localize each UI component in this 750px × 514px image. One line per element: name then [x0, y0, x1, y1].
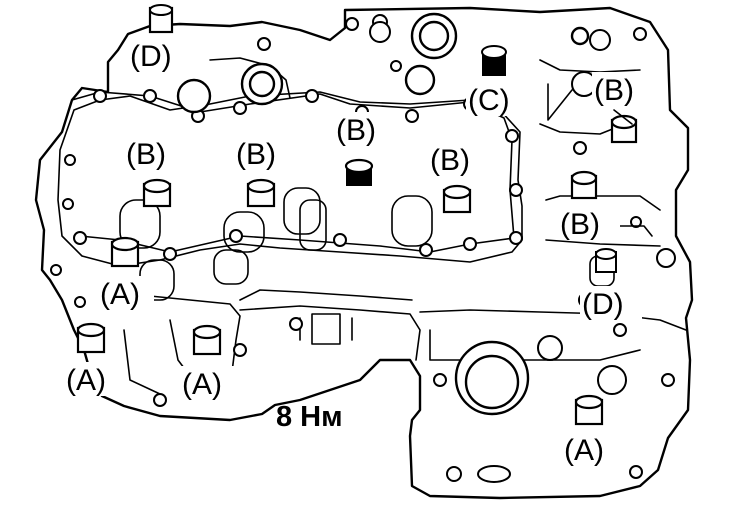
bolt-a2 [76, 322, 106, 354]
label-d2: (D) [582, 288, 624, 321]
bolt-b5 [610, 114, 638, 144]
bolt-b3 [344, 158, 374, 186]
leader-lines [613, 109, 653, 237]
valve-spools [119, 187, 615, 301]
label-b3: (B) [336, 114, 376, 147]
bolt-d-top [148, 4, 174, 34]
bolt-b1 [142, 178, 172, 208]
label-b4: (B) [430, 144, 470, 177]
bolt-b4 [442, 184, 472, 214]
torque-spec: 8 Нм [276, 401, 343, 433]
bolt-b2 [246, 178, 276, 208]
label-c1: (C) [468, 84, 510, 117]
bolt-a1 [110, 236, 140, 268]
label-a4: (A) [564, 434, 604, 467]
label-b2: (B) [236, 138, 276, 171]
bolt-a4 [574, 394, 604, 426]
label-b6: (B) [560, 208, 600, 241]
valve-bores [176, 12, 590, 416]
label-b5: (B) [594, 74, 634, 107]
label-a2: (A) [66, 364, 106, 397]
label-b1: (B) [126, 138, 166, 171]
bolt-a3 [192, 324, 222, 356]
label-a3: (A) [182, 368, 222, 401]
plate-bolt-holes [50, 14, 676, 483]
label-a1: (A) [100, 278, 140, 311]
bolt-c [481, 45, 507, 76]
label-d1: (D) [130, 40, 172, 73]
bolts [76, 4, 638, 426]
bolt-d-right [595, 248, 617, 273]
callout-labels: (D) (C) (B) (B) (B) (B) (B) (B) (A) (D) … [64, 38, 654, 467]
bolt-b6 [570, 170, 598, 200]
